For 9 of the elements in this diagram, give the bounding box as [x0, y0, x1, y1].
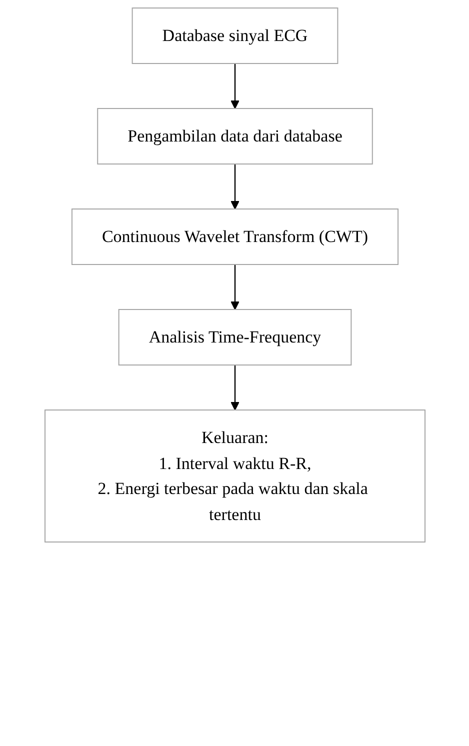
arrow [230, 64, 239, 109]
node-box: Database sinyal ECG [131, 8, 338, 64]
arrow [230, 264, 239, 310]
node-box: Continuous Wavelet Transform (CWT) [70, 208, 398, 265]
arrow [230, 365, 239, 410]
node-box: Pengambilan data dari database [96, 108, 372, 164]
node-box: Keluaran: 1. Interval waktu R-R, 2. Energi terbesar pada waktu dan skala tertentu [44, 410, 425, 542]
node-box: Analisis Time-Frequency [118, 309, 352, 366]
arrow [230, 164, 239, 210]
